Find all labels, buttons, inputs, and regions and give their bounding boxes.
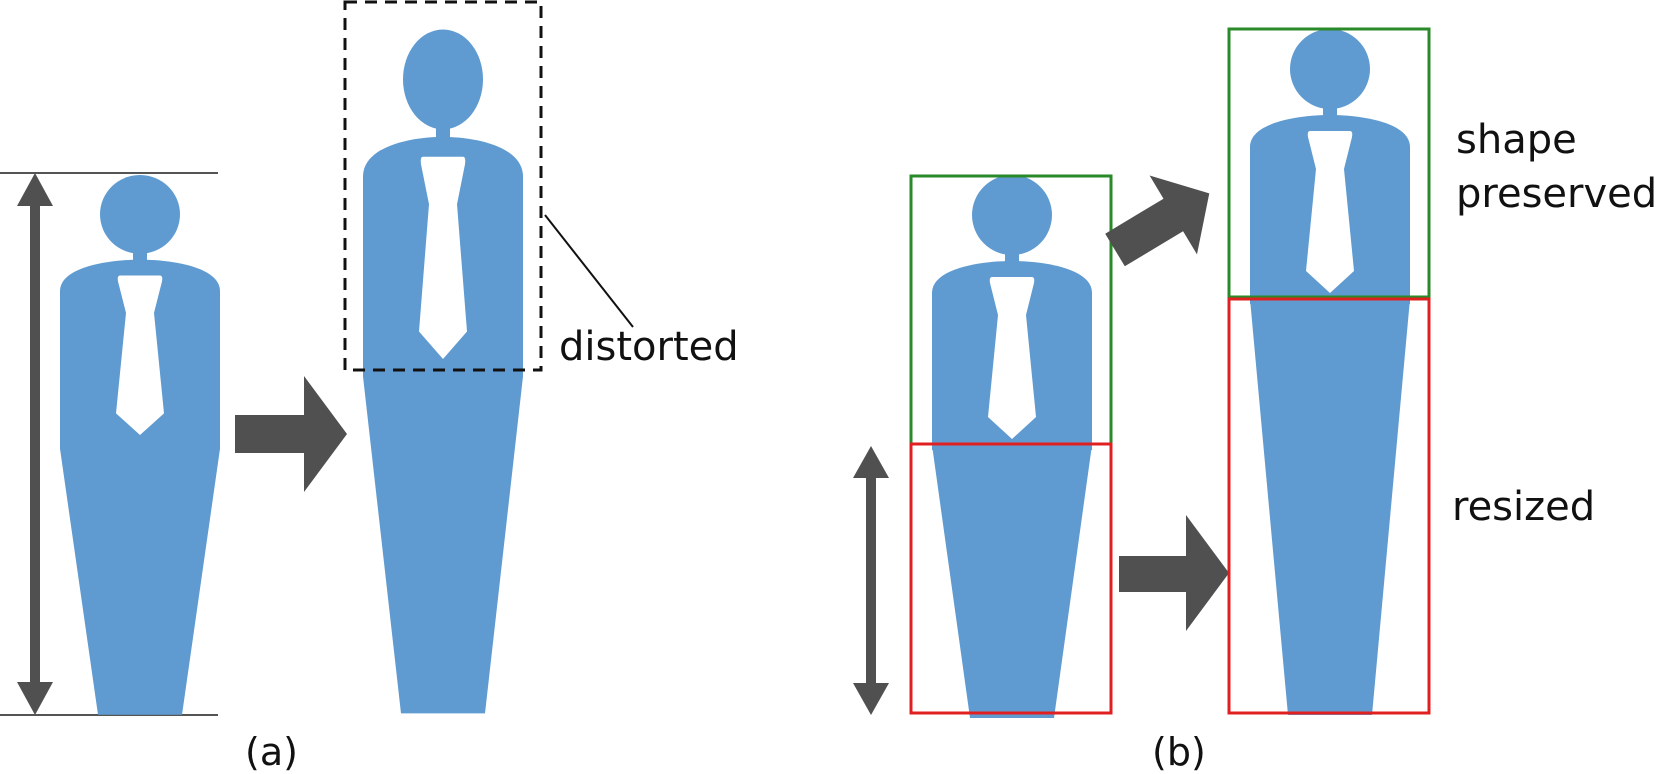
preserved-label: preserved	[1456, 171, 1657, 217]
distorted-region-box	[343, 0, 543, 372]
distorted-leader-line	[544, 214, 634, 328]
caption-b: (b)	[1152, 730, 1206, 774]
panel-b: shape preserved resized (b)	[853, 27, 1657, 774]
caption-a: (a)	[245, 730, 298, 774]
source-figure-icon	[932, 175, 1092, 718]
result-figure-icon	[1250, 29, 1410, 716]
height-double-arrow-icon	[17, 173, 53, 715]
right-arrow-icon	[1119, 515, 1229, 631]
source-resized-box	[909, 442, 1113, 715]
result-resized-box	[1227, 297, 1431, 715]
right-arrow-icon	[235, 376, 347, 492]
original-figure-icon	[60, 174, 220, 715]
resized-label: resized	[1452, 484, 1595, 530]
shape-label: shape	[1456, 117, 1577, 163]
panel-a: distorted (a)	[0, 0, 739, 774]
distorted-label: distorted	[559, 324, 739, 370]
resize-double-arrow-icon	[853, 446, 889, 715]
result-preserved-box	[1227, 27, 1431, 299]
up-right-arrow-icon	[1105, 175, 1210, 267]
